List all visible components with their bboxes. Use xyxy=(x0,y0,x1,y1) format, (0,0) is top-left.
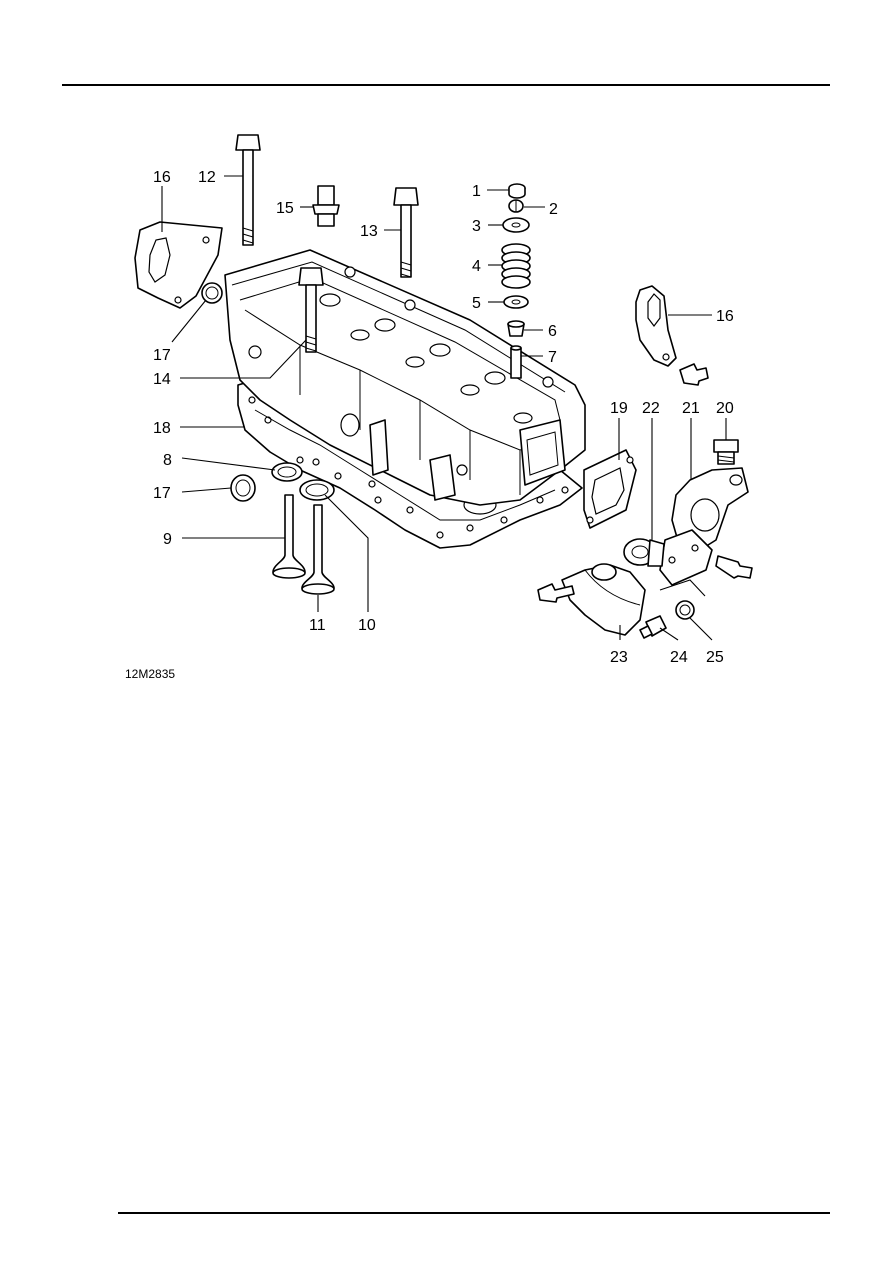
callout-12: 12 xyxy=(198,169,216,186)
callout-17-lower: 17 xyxy=(153,485,171,502)
sensor-24 xyxy=(639,615,667,639)
cylinder-head-exploded-diagram: 1 2 3 4 5 6 7 8 9 10 11 12 13 14 15 16 1… xyxy=(125,134,753,681)
footer-rule xyxy=(118,1212,830,1214)
plug-15 xyxy=(312,185,340,227)
valve-9 xyxy=(272,494,306,579)
callout-17-upper: 17 xyxy=(153,347,171,364)
leader-lines xyxy=(161,175,727,641)
callout-15: 15 xyxy=(276,200,294,217)
valve-spring-4 xyxy=(501,243,531,289)
callout-9: 9 xyxy=(163,531,172,548)
callout-19: 19 xyxy=(610,400,628,417)
callout-13: 13 xyxy=(360,223,378,240)
thermostat-22 xyxy=(623,538,665,567)
head-bolt-12 xyxy=(235,134,261,246)
callout-4: 4 xyxy=(472,258,481,275)
temperature-sensor-20 xyxy=(713,439,739,465)
figure-reference-code: 12M2835 xyxy=(125,667,175,681)
callout-11: 11 xyxy=(309,617,326,634)
callout-14: 14 xyxy=(153,371,171,388)
callout-21: 21 xyxy=(682,400,700,417)
lifting-bracket-left xyxy=(134,221,223,309)
core-plug-upper xyxy=(201,282,223,304)
callout-16-right: 16 xyxy=(716,308,734,325)
callout-23: 23 xyxy=(610,649,628,666)
callout-labels: 1 2 3 4 5 6 7 8 9 10 11 12 13 14 15 16 1… xyxy=(153,169,734,666)
callout-20: 20 xyxy=(716,400,734,417)
thermostat-housing-21 xyxy=(659,467,749,586)
head-bolt-13 xyxy=(393,187,419,278)
spring-seat-5 xyxy=(503,295,529,309)
o-ring-25 xyxy=(675,600,695,620)
callout-1: 1 xyxy=(472,183,481,200)
valve-stem-seal-6 xyxy=(507,320,525,337)
callout-18: 18 xyxy=(153,420,171,437)
lifting-bracket-right xyxy=(635,285,677,367)
callout-5: 5 xyxy=(472,295,481,312)
valve-11 xyxy=(301,504,335,595)
valve-guide-7 xyxy=(510,345,522,379)
callout-3: 3 xyxy=(472,218,481,235)
coolant-elbow-23 xyxy=(561,563,646,636)
callout-2: 2 xyxy=(549,201,558,218)
header-rule xyxy=(62,84,830,86)
elbow-bolt xyxy=(537,583,575,603)
callout-7: 7 xyxy=(548,349,557,366)
bracket-bolt xyxy=(679,363,709,386)
valve-collets-2 xyxy=(508,199,524,213)
core-plug-lower xyxy=(230,474,256,502)
callout-22: 22 xyxy=(642,400,660,417)
callout-24: 24 xyxy=(670,649,688,666)
callout-16-left: 16 xyxy=(153,169,171,186)
callout-6: 6 xyxy=(548,323,557,340)
housing-bolt xyxy=(715,555,753,579)
spring-cap-3 xyxy=(502,217,530,233)
callout-8: 8 xyxy=(163,452,172,469)
outlet-gasket-19 xyxy=(583,449,637,529)
head-bolt-14 xyxy=(298,267,324,353)
callout-10: 10 xyxy=(358,617,376,634)
valve-cap-1 xyxy=(508,183,526,199)
valve-seat-insert-8 xyxy=(271,462,303,482)
callout-25: 25 xyxy=(706,649,724,666)
valve-seat-insert-10 xyxy=(299,479,335,501)
